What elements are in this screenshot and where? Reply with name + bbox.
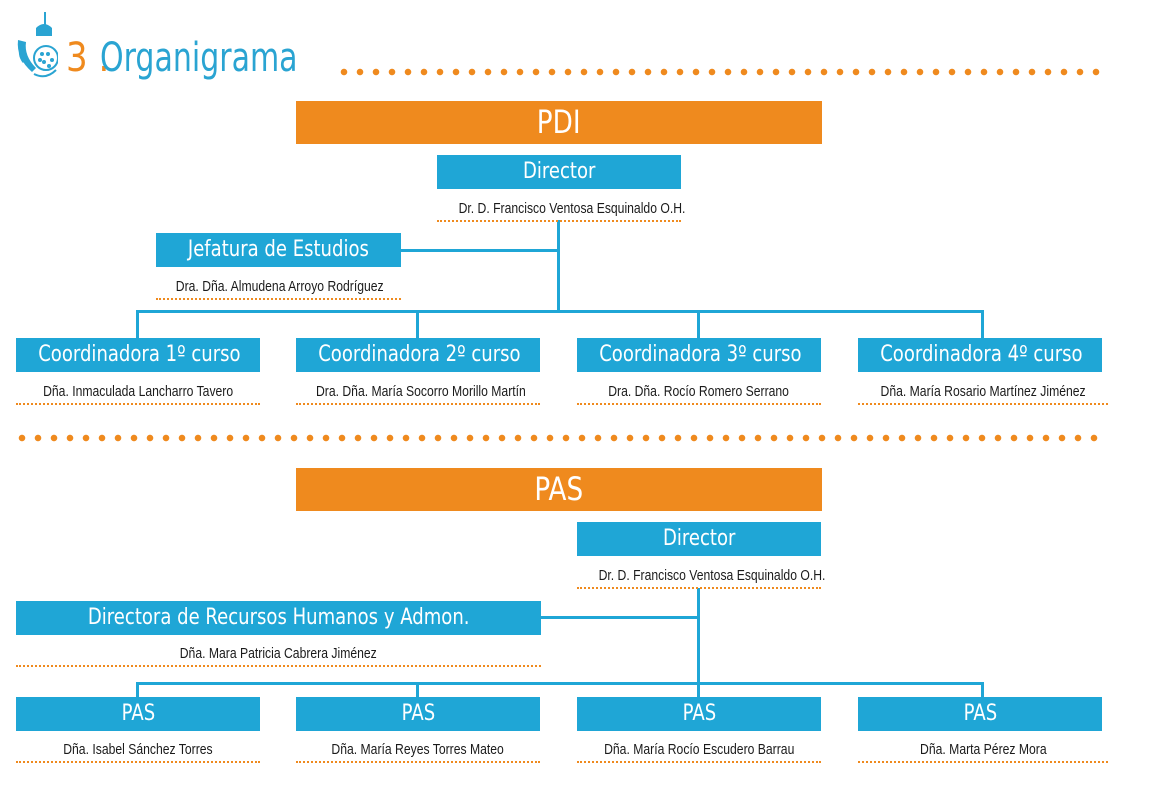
pdi-connector bbox=[400, 249, 558, 252]
pas-rrhh-box: Directora de Recursos Humanos y Admon. bbox=[16, 601, 541, 635]
pdi-connector bbox=[416, 310, 419, 338]
pas-connector bbox=[416, 682, 419, 698]
pas-rrhh-name: Dña. Mara Patricia Cabrera Jiménez bbox=[16, 645, 541, 667]
pas-staff-4-box: PAS bbox=[858, 697, 1102, 731]
pdi-director-box: Director bbox=[437, 155, 681, 189]
pas-connector bbox=[697, 588, 700, 684]
title-dotted-rule bbox=[336, 68, 1106, 76]
pas-staff-4-name: Dña. Marta Pérez Mora bbox=[858, 741, 1108, 763]
pdi-connector bbox=[136, 310, 984, 313]
pas-staff-3-name: Dña. María Rocío Escudero Barrau bbox=[577, 741, 821, 763]
pdi-coordinator-1-name: Dña. Inmaculada Lancharro Tavero bbox=[16, 383, 260, 405]
pas-staff-3-box: PAS bbox=[577, 697, 821, 731]
pdi-connector bbox=[697, 310, 700, 338]
pdi-coordinator-4-box: Coordinadora 4º curso bbox=[858, 338, 1102, 372]
pdi-jefatura-box: Jefatura de Estudios bbox=[156, 233, 401, 267]
pdi-band: PDI bbox=[296, 101, 822, 144]
pdi-connector bbox=[981, 310, 984, 338]
institution-logo bbox=[17, 12, 58, 78]
pas-connector bbox=[697, 682, 700, 698]
pas-staff-2-box: PAS bbox=[296, 697, 540, 731]
page-title: Organigrama bbox=[100, 35, 298, 81]
pas-staff-1-name: Dña. Isabel Sánchez Torres bbox=[16, 741, 260, 763]
pdi-director-name: Dr. D. Francisco Ventosa Esquinaldo O.H. bbox=[437, 200, 685, 222]
pas-staff-2-name: Dña. María Reyes Torres Mateo bbox=[296, 741, 540, 763]
pdi-coordinator-4-name: Dña. María Rosario Martínez Jiménez bbox=[858, 383, 1108, 405]
pdi-connector bbox=[136, 310, 139, 338]
pdi-coordinator-2-name: Dra. Dña. María Socorro Morillo Martín bbox=[296, 383, 540, 405]
pdi-jefatura-name: Dra. Dña. Almudena Arroyo Rodríguez bbox=[156, 278, 401, 300]
pas-staff-1-box: PAS bbox=[16, 697, 260, 731]
pas-director-name: Dr. D. Francisco Ventosa Esquinaldo O.H. bbox=[577, 567, 825, 589]
pdi-coordinator-3-box: Coordinadora 3º curso bbox=[577, 338, 821, 372]
pdi-coordinator-2-box: Coordinadora 2º curso bbox=[296, 338, 540, 372]
pdi-coordinator-3-name: Dra. Dña. Rocío Romero Serrano bbox=[577, 383, 821, 405]
pas-connector bbox=[136, 682, 984, 685]
pas-connector bbox=[981, 682, 984, 698]
pas-connector bbox=[540, 616, 698, 619]
pas-director-box: Director bbox=[577, 522, 821, 556]
pdi-coordinator-1-box: Coordinadora 1º curso bbox=[16, 338, 260, 372]
pdi-connector bbox=[557, 220, 560, 312]
pas-band: PAS bbox=[296, 468, 822, 511]
section-number: 3 . bbox=[66, 35, 110, 81]
pas-connector bbox=[136, 682, 139, 698]
section-dotted-separator bbox=[14, 434, 1106, 442]
